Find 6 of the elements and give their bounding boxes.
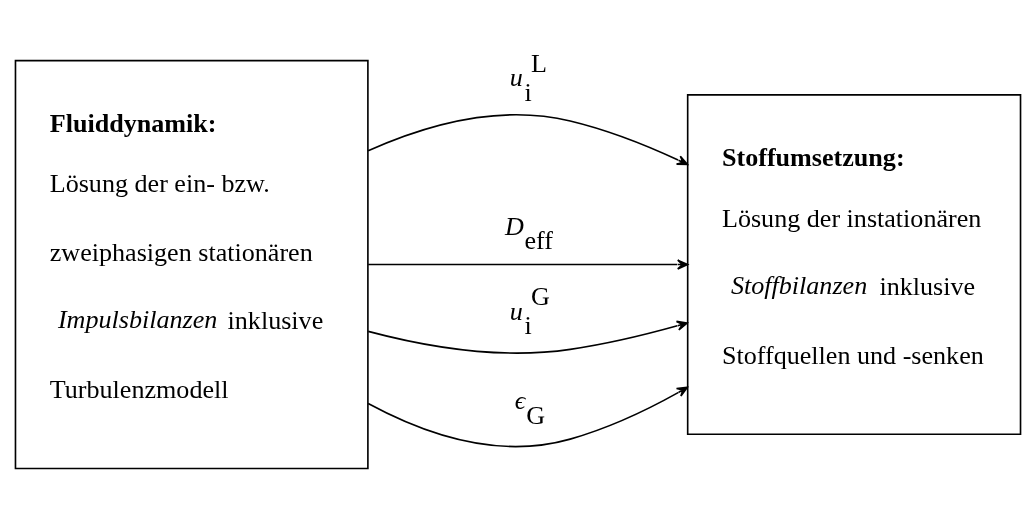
arrow [367, 320, 688, 354]
arrow [367, 113, 689, 165]
arrow [367, 386, 689, 447]
node-box: Stoffumsetzung: Lösung der instationären Stoffbilanzen inklusive Stoffquellen und -senken [686, 93, 1022, 435]
arrow [367, 258, 689, 270]
node-box: Fluiddynamik: Lösung der ein- bzw. zweiphasigen stationären Impulsbilanzen inklusive Turbulenzmodell [14, 59, 369, 469]
